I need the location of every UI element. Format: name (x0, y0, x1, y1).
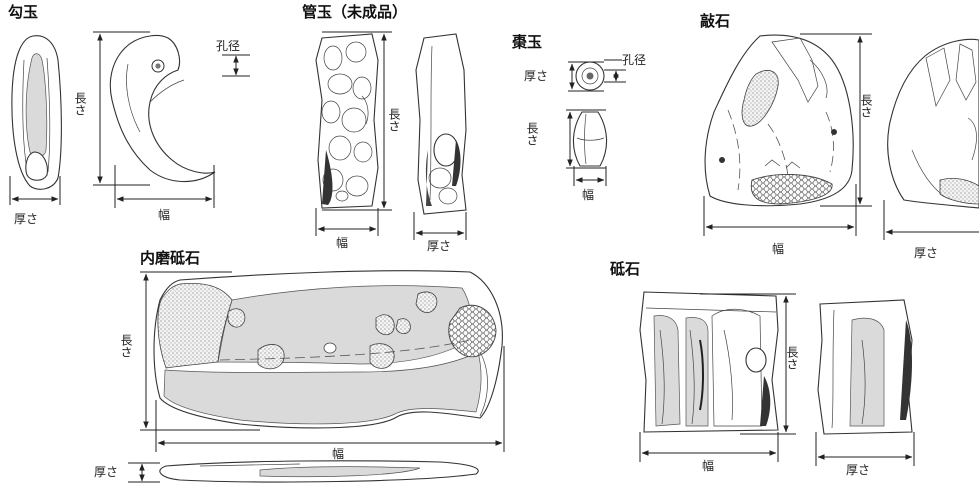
natsumedama-side-view (572, 111, 608, 167)
toishi-thickness-label: 厚さ (846, 463, 870, 477)
uchitogi-thickness-label: 厚さ (94, 465, 118, 479)
magatama-thickness-label: 厚さ (14, 212, 38, 226)
magatama-side-view (11, 35, 62, 190)
toishi-length-label: 長さ (785, 346, 799, 370)
tataki-width-label: 幅 (772, 241, 784, 256)
magatama-hole-label: 孔径 (216, 39, 240, 53)
natsumedama-width-label: 幅 (582, 187, 594, 202)
uchitogi-edge-view (159, 460, 479, 483)
toishi-side-view (817, 299, 913, 435)
tataki-section: 敲石 長さ 幅 (700, 12, 979, 260)
uchitogi-length-label: 長さ (119, 334, 133, 358)
kudatama-width-label: 幅 (336, 235, 348, 250)
uchitogi-front-view (153, 270, 503, 429)
kudatama-title: 管玉（未成品） (302, 3, 407, 21)
natsumedama-length-label: 長さ (525, 122, 539, 146)
uchitogi-width-label: 幅 (332, 446, 344, 461)
tataki-front-view (704, 34, 854, 207)
uchitogi-title: 内磨砥石 (140, 249, 200, 267)
uchitogi-section: 内磨砥石 長さ 幅 (94, 249, 505, 483)
kudatama-section: 管玉（未成品） 長さ 幅 (302, 3, 467, 253)
magatama-length-label: 長さ (73, 92, 87, 116)
magatama-front-view (109, 34, 216, 183)
toishi-width-label: 幅 (702, 458, 714, 473)
natsumedama-title: 棗玉 (511, 33, 542, 51)
kudatama-thickness-label: 厚さ (427, 239, 451, 253)
natsumedama-section: 棗玉 厚さ 孔径 長さ 幅 (511, 33, 646, 202)
natsumedama-thickness-label: 厚さ (524, 69, 548, 83)
natsumedama-top-view (575, 61, 605, 91)
tataki-thickness-label: 厚さ (914, 246, 938, 260)
magatama-width-label: 幅 (158, 207, 170, 222)
tataki-length-label: 長さ (859, 94, 873, 118)
magatama-section: 勾玉 厚さ 長さ 幅 孔径 (8, 3, 250, 226)
tataki-side-view (887, 38, 979, 209)
magatama-title: 勾玉 (8, 3, 38, 21)
natsumedama-hole-label: 孔径 (622, 53, 646, 67)
kudatama-front-view (315, 33, 379, 209)
toishi-front-view (639, 291, 779, 433)
toishi-section: 砥石 長さ 幅 厚さ (610, 260, 915, 477)
toishi-title: 砥石 (610, 260, 640, 278)
kudatama-length-label: 長さ (387, 108, 401, 132)
tataki-title: 敲石 (700, 12, 730, 30)
kudatama-side-view (415, 33, 467, 215)
